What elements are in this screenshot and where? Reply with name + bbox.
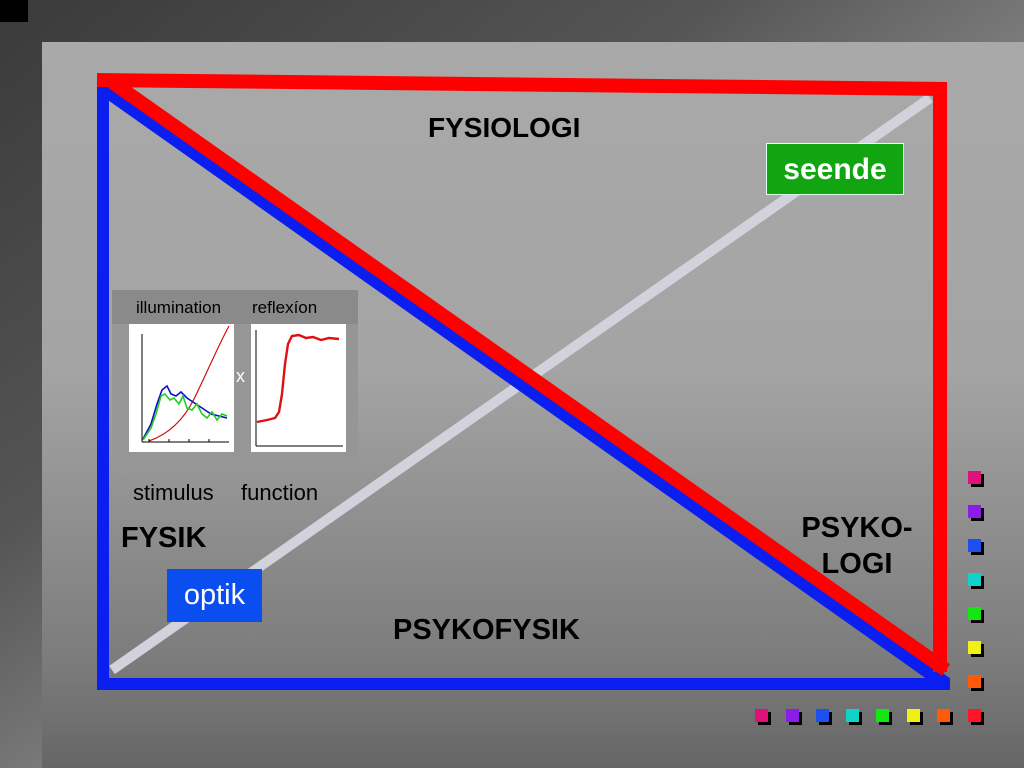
label-psykofysik: PSYKOFYSIK (393, 614, 580, 646)
multiply-operator: x (236, 366, 245, 386)
illumination-plot (129, 324, 234, 452)
inset-header (112, 290, 358, 324)
swatch-square (876, 709, 889, 722)
swatch-square (968, 573, 981, 586)
caption-function: function (241, 480, 319, 505)
illumination-plot-graphic (141, 325, 230, 443)
swatch-square (968, 471, 981, 484)
tag-optik: optik (167, 569, 262, 622)
reflexion-plot-graphic (255, 330, 343, 447)
label-fysik: FYSIK (121, 522, 207, 554)
swatch-square (937, 709, 950, 722)
inset-panel: illumination reflexíon x (112, 290, 358, 476)
corner-mark (0, 0, 28, 22)
swatch-square (816, 709, 829, 722)
tag-seende: seende (766, 143, 904, 195)
swatch-square (968, 709, 981, 722)
red-diagonal (107, 76, 951, 676)
inset-label-reflexion: reflexíon (252, 298, 318, 317)
swatch-square (968, 675, 981, 688)
label-fysiologi: FYSIOLOGI (428, 112, 581, 143)
swatch-square (786, 709, 799, 722)
blue-diagonal (98, 82, 951, 690)
swatch-square (846, 709, 859, 722)
swatch-square (755, 709, 768, 722)
label-psykologi-line1: PSYKO- (801, 512, 913, 544)
swatch-square (968, 505, 981, 518)
swatch-square (968, 641, 981, 654)
red-top-edge (96, 73, 948, 96)
caption-stimulus: stimulus (133, 480, 214, 505)
label-psykologi: PSYKO- LOGI (790, 510, 924, 582)
swatch-square (968, 539, 981, 552)
reflexion-plot (251, 324, 346, 452)
swatch-square (907, 709, 920, 722)
inset-label-illumination: illumination (136, 298, 222, 317)
label-psykologi-line2: LOGI (821, 548, 893, 580)
swatch-square (968, 607, 981, 620)
